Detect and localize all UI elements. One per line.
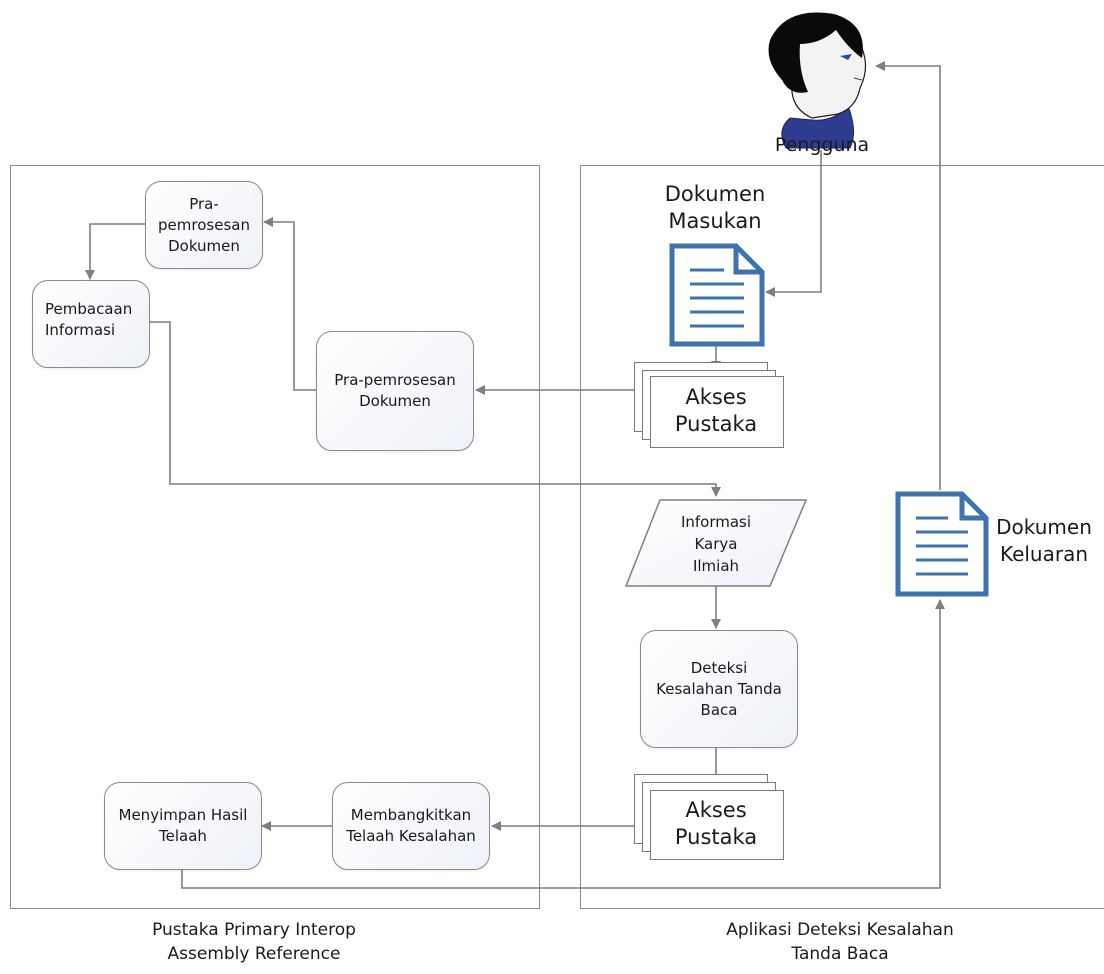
arrow-pembacaan-to-informasi xyxy=(150,321,721,497)
node-membangkitkan-label: Membangkitkan Telaah Kesalahan xyxy=(346,806,476,845)
left-panel-frame xyxy=(10,165,540,909)
akses-pustaka-2-label: Akses Pustaka xyxy=(674,798,758,849)
node-pra-pemrosesan-top-label: Pra- pemrosesan Dokumen xyxy=(158,194,250,255)
arrow-pra-mid-to-pra-top xyxy=(263,217,316,391)
input-document-icon xyxy=(669,243,765,347)
node-pembacaan-informasi-label: Pembacaan Informasi xyxy=(45,300,133,339)
dokumen-masukan-label: Dokumen Masukan xyxy=(664,182,766,233)
informasi-parallelogram xyxy=(624,499,808,587)
arrow-output-to-user xyxy=(875,61,941,490)
arrow-pra-top-to-pembacaan xyxy=(85,223,145,280)
node-pra-pemrosesan-mid: Pra-pemrosesan Dokumen xyxy=(316,331,474,451)
node-membangkitkan: Membangkitkan Telaah Kesalahan xyxy=(332,782,490,870)
akses-pustaka-2-card xyxy=(650,790,784,860)
dokumen-keluaran-label: Dokumen Keluaran xyxy=(996,515,1092,566)
informasi-label: Informasi Karya Ilmiah xyxy=(680,513,752,575)
user-label: Pengguna xyxy=(774,134,870,156)
right-panel-caption: Aplikasi Deteksi Kesalahan Tanda Baca xyxy=(726,920,954,964)
node-deteksi-kesalahan: Deteksi Kesalahan Tanda Baca xyxy=(640,630,798,748)
right-panel-frame xyxy=(580,165,1104,909)
node-menyimpan-hasil-label: Menyimpan Hasil Telaah xyxy=(118,806,248,845)
akses-pustaka-1-card xyxy=(650,376,784,448)
arrow-user-to-input xyxy=(765,150,822,297)
arrow-menyimpan-to-output xyxy=(181,599,945,889)
akses-pustaka-1-label: Akses Pustaka xyxy=(674,385,758,436)
user-icon xyxy=(768,12,867,149)
node-pra-pemrosesan-mid-label: Pra-pemrosesan Dokumen xyxy=(334,371,456,410)
node-pembacaan-informasi: Pembacaan Informasi xyxy=(32,280,150,368)
node-menyimpan-hasil: Menyimpan Hasil Telaah xyxy=(104,782,262,870)
node-pra-pemrosesan-top: Pra- pemrosesan Dokumen xyxy=(145,181,263,269)
node-deteksi-kesalahan-label: Deteksi Kesalahan Tanda Baca xyxy=(656,658,782,719)
left-panel-caption: Pustaka Primary Interop Assembly Referen… xyxy=(152,920,356,964)
output-document-icon xyxy=(895,491,989,597)
